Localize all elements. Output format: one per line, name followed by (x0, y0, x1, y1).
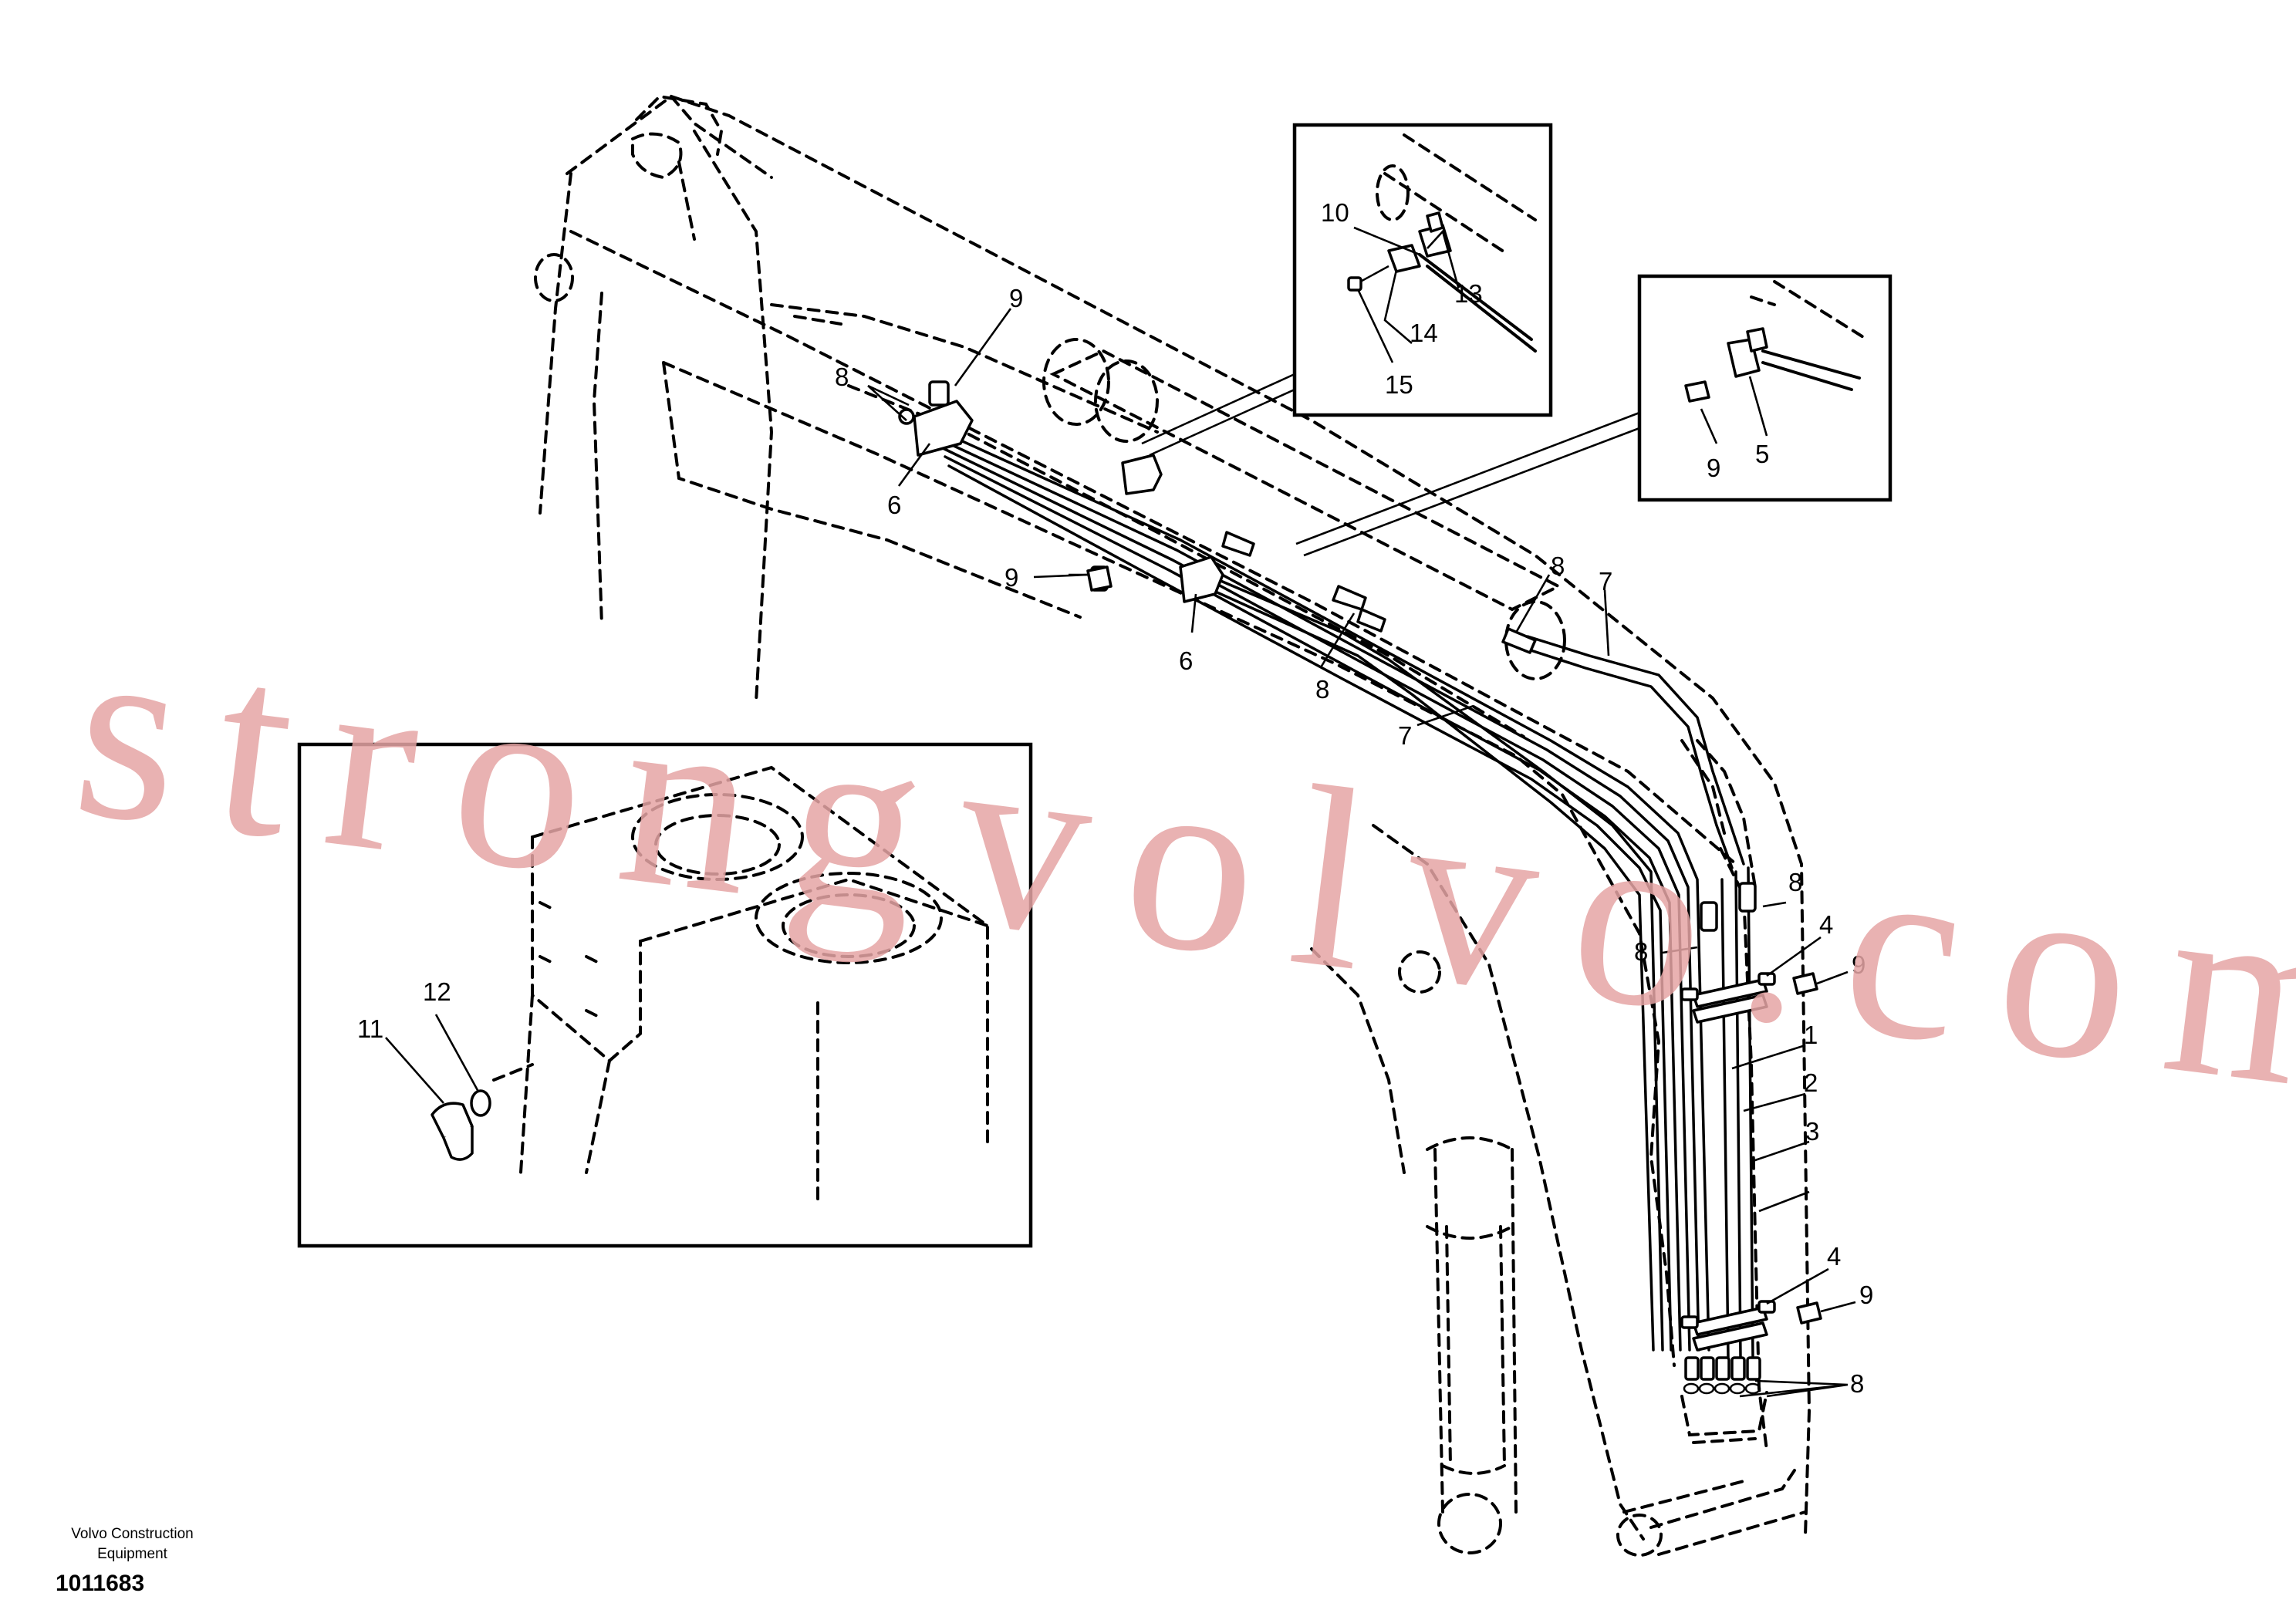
clamps-and-fittings (898, 380, 1822, 1444)
callout-7-upper: 7 (1599, 567, 1612, 596)
detail-box-clamp-5 (1637, 274, 1893, 502)
callout-3: 3 (1805, 1117, 1819, 1146)
callout-8-bottom: 8 (1850, 1369, 1864, 1398)
brand-label: Volvo Construction Equipment (49, 1524, 215, 1564)
detail-box-clamp-10 (1292, 123, 1553, 417)
brand-line-1: Volvo Construction (71, 1526, 194, 1542)
callout-9-left: 9 (1004, 563, 1018, 592)
callout-14: 14 (1410, 319, 1438, 347)
callout-8-top-left: 8 (835, 363, 849, 391)
callout-8-mid: 8 (1315, 675, 1329, 704)
callout-5: 5 (1755, 440, 1769, 468)
callout-4-lower: 4 (1827, 1242, 1841, 1271)
callout-9-right-upper: 9 (1852, 950, 1866, 979)
callout-10: 10 (1321, 198, 1349, 227)
boom-cylinder-outline (1042, 338, 1566, 680)
callout-4-upper: 4 (1819, 910, 1833, 939)
callout-11: 11 (357, 1014, 383, 1043)
callout-12: 12 (423, 977, 451, 1006)
document-number: 1011683 (56, 1571, 145, 1596)
callout-15: 15 (1385, 370, 1413, 399)
callout-2: 2 (1804, 1068, 1818, 1097)
callout-9-right-lower: 9 (1859, 1281, 1873, 1309)
callout-6-lower: 6 (1179, 646, 1193, 675)
callout-9-top: 9 (1009, 284, 1023, 312)
callout-labels: 8 9 6 9 6 8 7 8 7 10 13 14 15 9 5 11 12 … (357, 198, 1873, 1398)
bottom-fittings (1680, 1356, 1768, 1444)
callout-6-upper: 6 (887, 491, 901, 519)
callout-7-lower: 7 (1398, 721, 1412, 750)
callout-9-detail: 9 (1707, 454, 1720, 482)
brand-line-2: Equipment (97, 1546, 167, 1562)
callout-8-right-left: 8 (1634, 937, 1648, 966)
callout-8-upper-right: 8 (1551, 552, 1565, 580)
leader-lines (385, 226, 1856, 1398)
callout-8-right-top: 8 (1788, 868, 1802, 896)
callout-1: 1 (1804, 1021, 1818, 1049)
detail-box-plug-11 (297, 742, 1033, 1248)
callout-13: 13 (1454, 279, 1483, 308)
